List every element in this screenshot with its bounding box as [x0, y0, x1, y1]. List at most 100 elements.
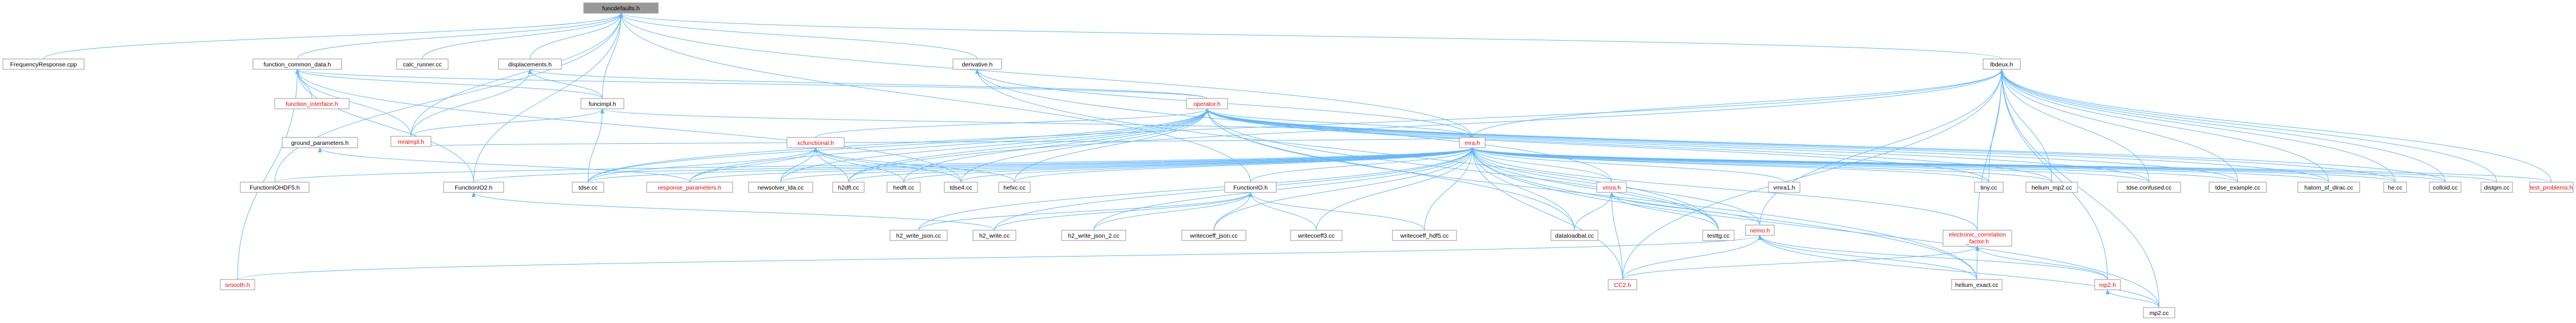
- node-mra[interactable]: mra.h: [1459, 137, 1486, 148]
- node-helium_mp2[interactable]: helium_mp2.cc: [2025, 182, 2078, 193]
- node-box[interactable]: [572, 182, 604, 193]
- node-label[interactable]: smooth.h: [225, 282, 250, 289]
- node-label[interactable]: _factor.h: [1965, 238, 1989, 245]
- node-box[interactable]: [2025, 182, 2078, 193]
- node-label[interactable]: FunctionIO2.h: [455, 184, 493, 191]
- node-label[interactable]: funcdefaults.h: [602, 5, 640, 12]
- node-calc_runner[interactable]: calc_runner.cc: [396, 58, 449, 70]
- node-mraimpl[interactable]: mraimpl.h: [390, 136, 432, 147]
- node-box[interactable]: [2094, 279, 2121, 290]
- node-ground_parameters[interactable]: ground_parameters.h: [282, 137, 358, 148]
- node-label[interactable]: vmra1.h: [1774, 184, 1795, 191]
- node-hefxc[interactable]: hefxc.cc: [998, 182, 1031, 193]
- node-tiny[interactable]: tiny.cc: [1974, 182, 2004, 193]
- node-label[interactable]: h2_write_json_2.cc: [1068, 233, 1119, 239]
- node-lbdeux[interactable]: lbdeux.h: [1983, 58, 2021, 70]
- node-dataloadbal[interactable]: dataloadbal.cc: [1550, 230, 1598, 241]
- node-xcfunctional[interactable]: xcfunctional.h: [786, 137, 845, 148]
- node-label[interactable]: function_interface.h: [286, 101, 338, 108]
- node-writecoeff_hdf5[interactable]: writecoeff_hdf5.cc: [1392, 230, 1457, 241]
- node-dirac_gpm[interactable]: distgm.cc: [2480, 182, 2513, 193]
- node-box[interactable]: [1983, 58, 2021, 70]
- node-label[interactable]: lbdeux.h: [1991, 61, 2013, 68]
- node-ecf[interactable]: electronic_correlation_factor.h: [1942, 230, 2012, 247]
- node-box[interactable]: [583, 2, 659, 14]
- node-response_parameters[interactable]: response_parameters.h: [646, 182, 733, 193]
- node-label[interactable]: FunctionIOHDF5.h: [250, 184, 300, 191]
- node-label[interactable]: helium_exact.cc: [1955, 282, 1998, 289]
- node-box[interactable]: [240, 182, 310, 193]
- node-tdse_confused[interactable]: tdse.confused.cc: [2117, 182, 2181, 193]
- node-box[interactable]: [1768, 182, 1801, 193]
- node-box[interactable]: [1745, 224, 1775, 236]
- node-mp2h[interactable]: mp2.h: [2094, 279, 2121, 290]
- node-label[interactable]: h2_write.cc: [979, 233, 1010, 239]
- node-functionio2[interactable]: FunctionIO2.h: [443, 182, 504, 193]
- node-box[interactable]: [1186, 98, 1228, 109]
- node-label[interactable]: calc_runner.cc: [403, 61, 442, 68]
- node-box[interactable]: [972, 230, 1016, 241]
- node-box[interactable]: [396, 58, 449, 70]
- node-label[interactable]: displacements.h: [508, 61, 552, 68]
- node-label[interactable]: tdse.cc: [579, 184, 597, 191]
- node-box[interactable]: [443, 182, 504, 193]
- node-functionio_hdf5[interactable]: FunctionIOHDF5.h: [240, 182, 310, 193]
- node-box[interactable]: [1974, 182, 2004, 193]
- node-box[interactable]: [498, 58, 562, 70]
- node-box[interactable]: [1061, 230, 1126, 241]
- node-box[interactable]: [2529, 182, 2574, 193]
- node-box[interactable]: [786, 137, 845, 148]
- node-box[interactable]: [282, 137, 358, 148]
- node-label[interactable]: vmra.h: [1602, 184, 1621, 191]
- node-box[interactable]: [1942, 230, 2012, 247]
- node-label[interactable]: mra.h: [1465, 140, 1480, 147]
- node-label[interactable]: response_parameters.h: [658, 184, 722, 191]
- node-box[interactable]: [1181, 230, 1247, 241]
- node-label[interactable]: electronic_correlation: [1949, 231, 2006, 238]
- node-label[interactable]: mp2.cc: [2150, 310, 2169, 317]
- node-box[interactable]: [274, 98, 350, 109]
- node-box[interactable]: [1702, 230, 1735, 241]
- node-displacements[interactable]: displacements.h: [498, 58, 562, 70]
- node-box[interactable]: [646, 182, 733, 193]
- node-operator[interactable]: operator.h: [1186, 98, 1228, 109]
- node-label[interactable]: hefxc.cc: [1003, 184, 1026, 191]
- node-label[interactable]: CC2.h: [1614, 282, 1631, 289]
- node-box[interactable]: [1951, 279, 2003, 290]
- node-h2dft[interactable]: h2dft.cc: [832, 182, 865, 193]
- node-h2_write[interactable]: h2_write.cc: [972, 230, 1016, 241]
- node-box[interactable]: [390, 136, 432, 147]
- node-label[interactable]: helium_mp2.cc: [2032, 184, 2072, 191]
- node-box[interactable]: [2480, 182, 2513, 193]
- node-label[interactable]: newsolver_lda.cc: [758, 184, 804, 191]
- node-writecoeff3[interactable]: writecoeff3.cc: [1290, 230, 1343, 241]
- node-label[interactable]: derivative.h: [962, 61, 993, 68]
- node-label[interactable]: testtg.cc: [1707, 233, 1730, 239]
- node-box[interactable]: [944, 182, 978, 193]
- node-box[interactable]: [2143, 307, 2175, 318]
- node-box[interactable]: [1550, 230, 1598, 241]
- node-vmra1[interactable]: vmra1.h: [1768, 182, 1801, 193]
- node-writecoeff_json[interactable]: writecoeff_json.cc: [1181, 230, 1247, 241]
- node-box[interactable]: [2429, 182, 2462, 193]
- node-label[interactable]: dataloadbal.cc: [1555, 233, 1594, 239]
- node-label[interactable]: mraimpl.h: [398, 139, 424, 145]
- node-box[interactable]: [1392, 230, 1457, 241]
- node-label[interactable]: mp2.h: [2099, 282, 2116, 289]
- node-label[interactable]: xcfunctional.h: [797, 140, 834, 147]
- node-funcdefaults[interactable]: funcdefaults.h: [583, 2, 659, 14]
- node-label[interactable]: FrequencyResponse.cpp: [10, 61, 77, 68]
- node-he[interactable]: he.cc: [2383, 182, 2407, 193]
- node-label[interactable]: tiny.cc: [1981, 184, 1997, 191]
- node-derivative[interactable]: derivative.h: [952, 58, 1002, 70]
- node-label[interactable]: h2dft.cc: [838, 184, 859, 191]
- node-box[interactable]: [832, 182, 865, 193]
- node-testtg[interactable]: testtg.cc: [1702, 230, 1735, 241]
- node-h2_write_json_2[interactable]: h2_write_json_2.cc: [1061, 230, 1126, 241]
- node-label[interactable]: hedft.cc: [893, 184, 915, 191]
- node-box[interactable]: [1608, 279, 1637, 290]
- node-fcd[interactable]: function_common_data.h: [252, 58, 342, 70]
- node-label[interactable]: funcimpl.h: [589, 101, 616, 108]
- node-label[interactable]: colloid.cc: [2433, 184, 2458, 191]
- node-nemo[interactable]: nemo.h: [1745, 224, 1775, 236]
